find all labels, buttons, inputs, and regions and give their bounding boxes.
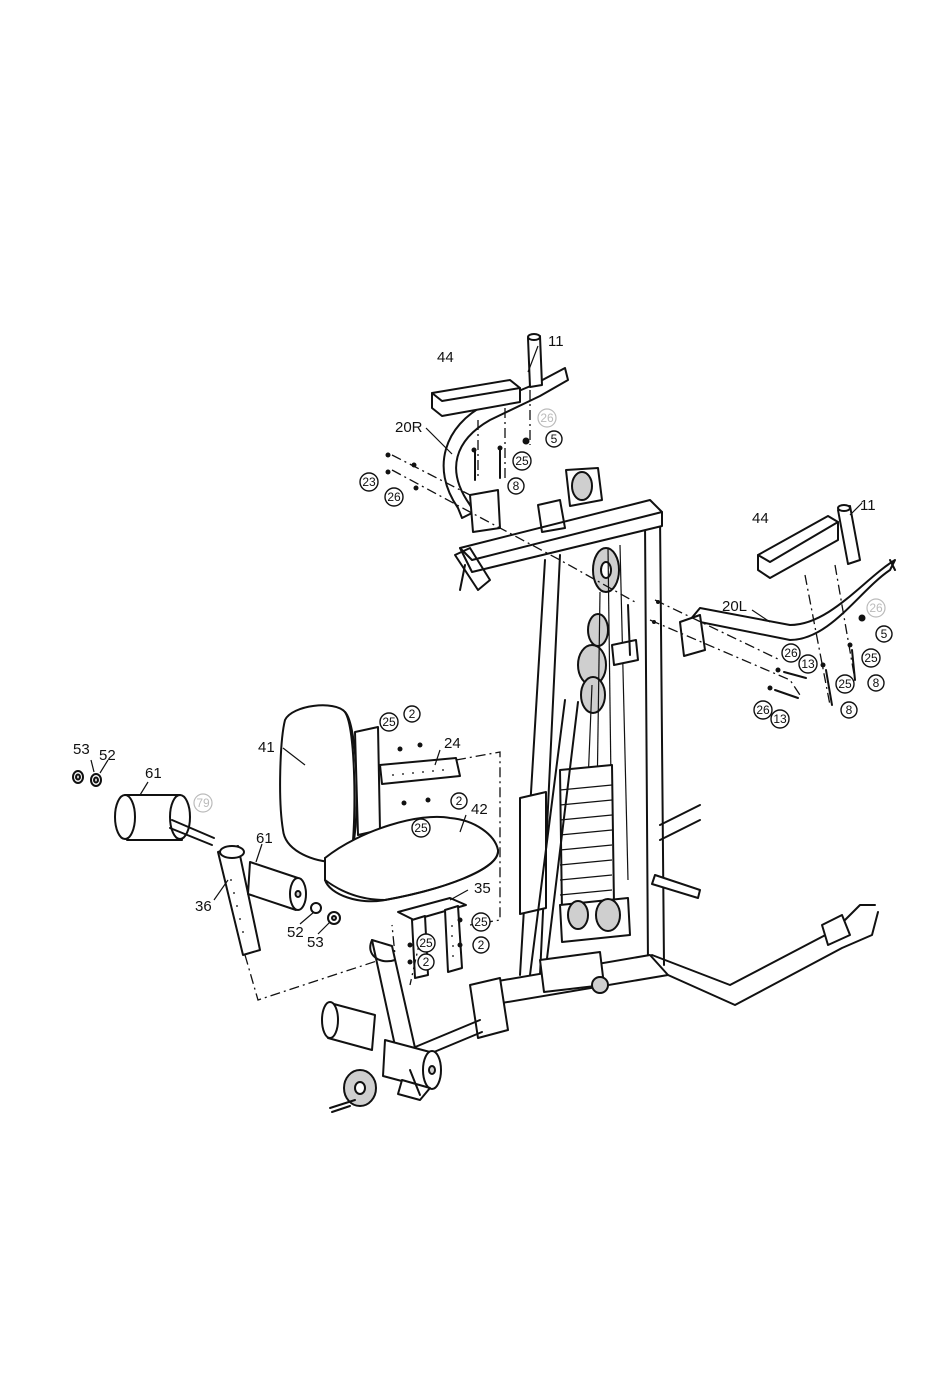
svg-text:79: 79 (196, 796, 210, 810)
svg-text:26: 26 (784, 646, 798, 660)
callout-2-seat-b: 2 (451, 793, 467, 809)
callout-23: 23 (360, 473, 378, 491)
svg-text:25: 25 (382, 715, 396, 729)
faint-callout-26-right: 26 (867, 599, 885, 617)
svg-text:26: 26 (756, 703, 770, 717)
svg-text:2: 2 (478, 938, 485, 952)
svg-text:8: 8 (873, 676, 880, 690)
label-44-top: 44 (437, 349, 454, 366)
faint-callout-79: 79 (194, 794, 212, 812)
svg-text:25: 25 (515, 454, 529, 468)
svg-text:5: 5 (881, 627, 888, 641)
svg-text:25: 25 (419, 936, 433, 950)
svg-text:2: 2 (409, 707, 416, 721)
svg-text:26: 26 (540, 411, 554, 425)
label-35: 35 (474, 880, 491, 897)
callout-26-right-b: 26 (754, 701, 772, 719)
svg-text:25: 25 (864, 651, 878, 665)
callout-25-top: 25 (513, 452, 531, 470)
svg-text:13: 13 (773, 712, 787, 726)
callout-5-right: 5 (876, 626, 892, 642)
label-42: 42 (471, 801, 488, 818)
label-61-mid: 61 (256, 830, 273, 847)
svg-text:25: 25 (414, 821, 428, 835)
svg-text:26: 26 (869, 601, 883, 615)
label-24: 24 (444, 735, 461, 752)
callout-26-right-a: 26 (782, 644, 800, 662)
faint-callout-26-top: 26 (538, 409, 556, 427)
callout-2-seat-a: 2 (404, 706, 420, 722)
callout-2-35-b: 2 (418, 954, 434, 970)
callout-25-right-a: 25 (862, 649, 880, 667)
callout-25-35-a: 25 (472, 913, 490, 931)
svg-text:23: 23 (362, 475, 376, 489)
left-press-arm-assembly (650, 505, 895, 705)
svg-text:25: 25 (474, 915, 488, 929)
label-41: 41 (258, 739, 275, 756)
svg-text:25: 25 (838, 677, 852, 691)
label-11-top: 11 (548, 333, 564, 350)
callout-25-seat-a: 25 (380, 713, 398, 731)
label-36: 36 (195, 898, 212, 915)
label-53-left: 53 (73, 741, 90, 758)
callout-8-right-a: 8 (868, 675, 884, 691)
label-61-left: 61 (145, 765, 162, 782)
svg-text:13: 13 (801, 657, 815, 671)
callout-13-right-b: 13 (771, 710, 789, 728)
label-20L: 20L (722, 598, 747, 615)
label-44-right: 44 (752, 510, 769, 527)
svg-text:2: 2 (456, 794, 463, 808)
svg-text:2: 2 (423, 955, 430, 969)
label-20R: 20R (395, 419, 423, 436)
label-52-left: 52 (99, 747, 116, 764)
callout-13-right-a: 13 (799, 655, 817, 673)
svg-text:26: 26 (387, 490, 401, 504)
callout-8-top: 8 (508, 478, 524, 494)
svg-text:8: 8 (846, 703, 853, 717)
label-53-bottom: 53 (307, 934, 324, 951)
callout-25-seat-b: 25 (412, 819, 430, 837)
callout-26-top: 26 (385, 488, 403, 506)
svg-text:8: 8 (513, 479, 520, 493)
callout-8-right-b: 8 (841, 702, 857, 718)
callout-5-top: 5 (546, 431, 562, 447)
callout-2-35-a: 2 (473, 937, 489, 953)
callout-25-right-b: 25 (836, 675, 854, 693)
callout-25-35-b: 25 (417, 934, 435, 952)
svg-text:5: 5 (551, 432, 558, 446)
label-52-bottom: 52 (287, 924, 304, 941)
label-11-right: 11 (860, 497, 876, 514)
